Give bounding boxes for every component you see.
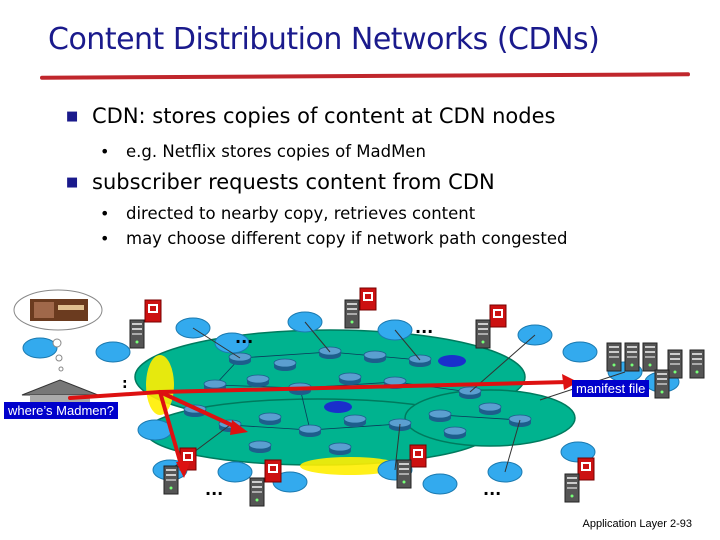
sub-bullet-congested-text: may choose different copy if network pat… bbox=[126, 229, 568, 248]
bullet-subscriber: ■ subscriber requests content from CDN bbox=[66, 170, 495, 194]
slide-footer: Application Layer 2-93 bbox=[582, 518, 692, 530]
highlight-left bbox=[146, 355, 174, 415]
ellipsis-left-vertical: : bbox=[122, 376, 128, 392]
bullet-square-icon: ■ bbox=[66, 175, 79, 190]
arrowhead-cdn-lower bbox=[176, 462, 190, 478]
manifest-label: manifest file bbox=[572, 380, 650, 397]
thought-bubble bbox=[13, 289, 103, 372]
arrowhead-cdn bbox=[230, 420, 248, 435]
request-label: where’s Madmen? bbox=[4, 402, 118, 419]
bullet-cdn: ■ CDN: stores copies of content at CDN no… bbox=[66, 104, 555, 128]
ellipsis-bottom-left: ... bbox=[205, 480, 223, 499]
sub-bullet-netflix-text: e.g. Netflix stores copies of MadMen bbox=[126, 142, 426, 161]
bullet-square-icon: ■ bbox=[66, 109, 79, 124]
highlight-bottom bbox=[300, 457, 400, 475]
bullet-dot-icon: • bbox=[100, 229, 110, 248]
sub-bullet-directed: • directed to nearby copy, retrieves cont… bbox=[100, 204, 475, 223]
arrowhead-manifest bbox=[562, 374, 578, 390]
bullet-cdn-text: CDN: stores copies of content at CDN nod… bbox=[92, 104, 556, 128]
ellipsis-top-left: ... bbox=[235, 328, 253, 347]
bullet-dot-icon: • bbox=[100, 204, 110, 223]
sub-bullet-congested: • may choose different copy if network pa… bbox=[100, 229, 567, 248]
ellipsis-bottom-right: ... bbox=[483, 480, 501, 499]
request-arrows bbox=[68, 380, 570, 470]
link-node-right bbox=[438, 355, 466, 367]
sub-bullet-netflix: • e.g. Netflix stores copies of MadMen bbox=[100, 142, 426, 161]
sub-bullet-directed-text: directed to nearby copy, retrieves conte… bbox=[126, 204, 476, 223]
bullet-dot-icon: • bbox=[100, 142, 110, 161]
bullet-subscriber-text: subscriber requests content from CDN bbox=[92, 170, 495, 194]
page-title: Content Distribution Networks (CDNs) bbox=[48, 22, 600, 57]
ellipsis-top-right: ... bbox=[415, 318, 433, 337]
link-node-center bbox=[324, 401, 352, 413]
